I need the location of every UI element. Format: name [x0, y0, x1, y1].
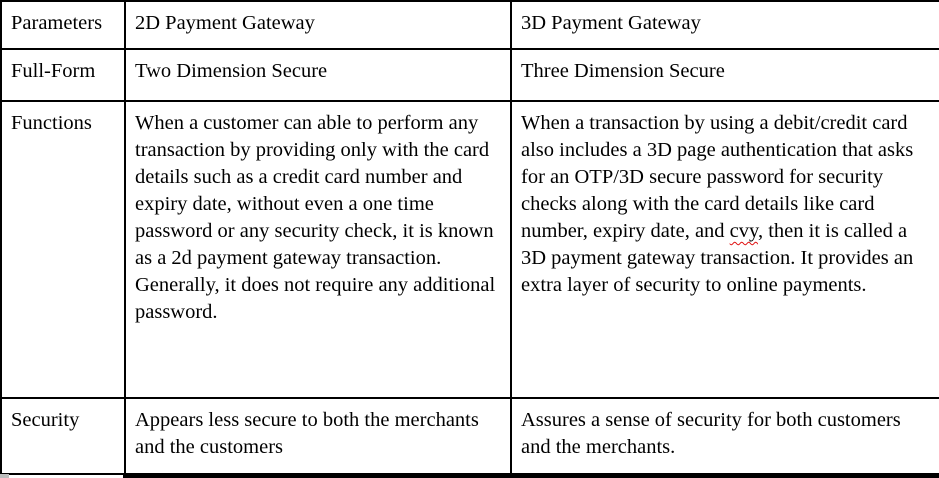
bottom-left-gray-artifact	[0, 474, 9, 478]
table-row-parameters: Parameters 2D Payment Gateway 3D Payment…	[0, 0, 939, 50]
clipped-next-row-border	[123, 475, 939, 478]
clipped-next-row-column-divider	[509, 473, 511, 478]
cell-full-form-3d: Three Dimension Secure	[510, 48, 939, 102]
functions-3d-text-before: When a transaction by using a debit/cred…	[521, 112, 914, 242]
cell-full-form-2d: Two Dimension Secure	[124, 48, 512, 102]
cell-functions-label: Functions	[0, 100, 126, 399]
cell-header-3d-gateway: 3D Payment Gateway	[510, 0, 939, 50]
table-row-functions: Functions When a customer can able to pe…	[0, 100, 939, 399]
cell-header-2d-gateway: 2D Payment Gateway	[124, 0, 512, 50]
table-row-security: Security Appears less secure to both the…	[0, 397, 939, 475]
cell-header-parameters: Parameters	[0, 0, 126, 50]
misspelled-word-cvy: cvy	[729, 220, 758, 242]
cell-functions-3d: When a transaction by using a debit/cred…	[510, 100, 939, 399]
cell-functions-2d: When a customer can able to perform any …	[124, 100, 512, 399]
cell-security-2d: Appears less secure to both the merchant…	[124, 397, 512, 475]
table-row-full-form: Full-Form Two Dimension Secure Three Dim…	[0, 48, 939, 102]
functions-3d-text-after: , then it is called a 3D payment gateway…	[521, 220, 914, 296]
cell-security-label: Security	[0, 397, 126, 475]
clipped-next-row-left-border	[123, 473, 125, 478]
cell-full-form-label: Full-Form	[0, 48, 126, 102]
cell-security-3d: Assures a sense of security for both cus…	[510, 397, 939, 475]
